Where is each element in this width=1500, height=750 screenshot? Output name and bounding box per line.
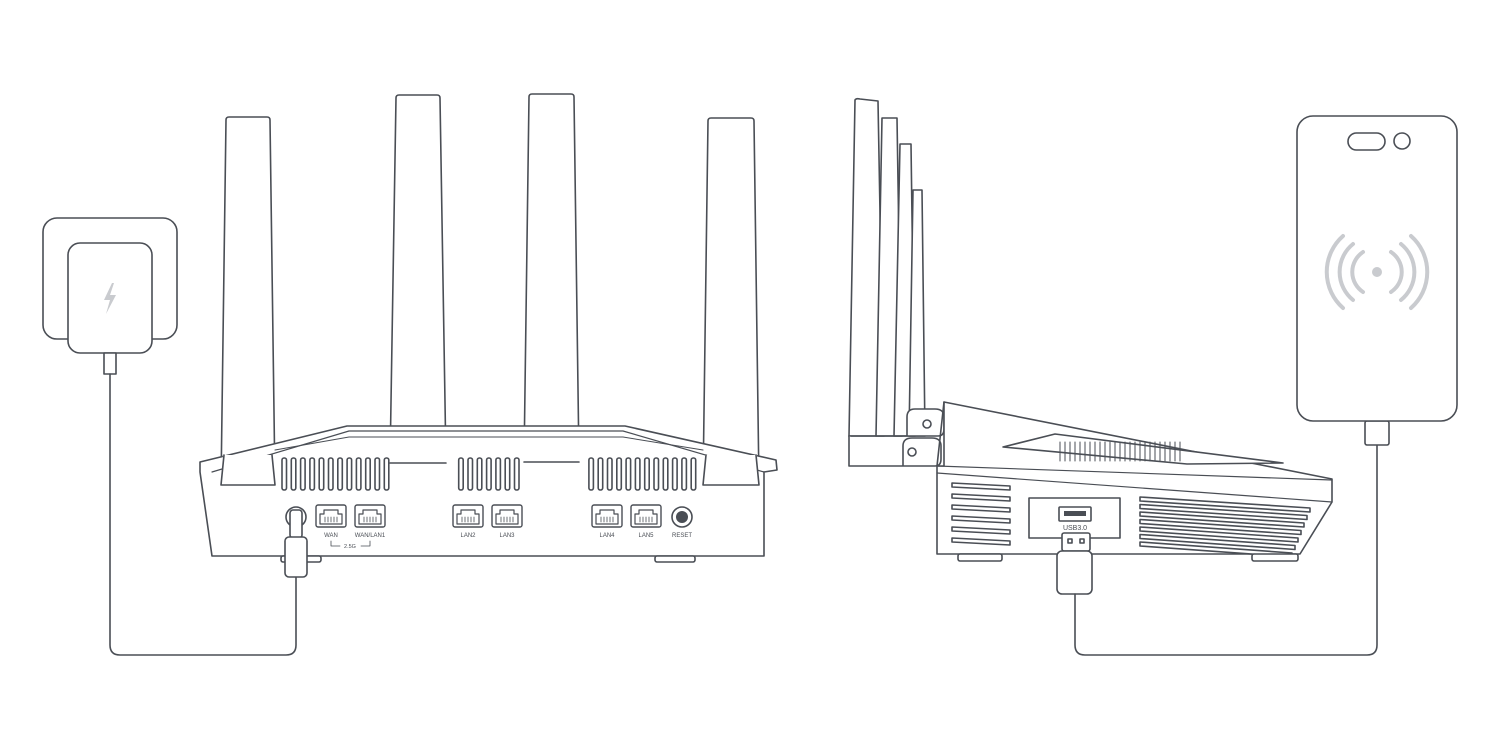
antenna-3: [523, 93, 580, 463]
phone-camera-dot: [1393, 132, 1411, 150]
vent-slot: [467, 457, 474, 491]
vent-slot: [634, 457, 641, 491]
vent-slot: [951, 482, 1011, 491]
usb-label: USB3.0: [1063, 525, 1087, 532]
port-label-wan: WAN: [324, 533, 338, 539]
vent-slot: [951, 504, 1011, 513]
reset-label: RESET: [672, 533, 692, 539]
vent-slot: [653, 457, 660, 491]
vent-slot: [309, 457, 316, 491]
vent-slot: [513, 457, 520, 491]
phone-camera-pill: [1347, 132, 1386, 151]
dc-plug: [289, 509, 303, 539]
port-lan3: LAN3: [491, 504, 523, 539]
vent-slot: [383, 457, 390, 491]
vent-slot: [327, 457, 334, 491]
vent-slot: [597, 457, 604, 491]
port-lan2: LAN2: [452, 504, 484, 539]
speed-bracket: [330, 540, 371, 547]
vent-slot: [504, 457, 511, 491]
vent-slot: [318, 457, 325, 491]
vent-slot: [1139, 511, 1305, 528]
power-cable: [109, 373, 297, 656]
vent-slot: [1139, 518, 1302, 536]
port-lan5: LAN5: [630, 504, 662, 539]
wireless-signal-icon: [1324, 234, 1430, 310]
back-vent-slots: [281, 457, 697, 491]
usb-plug-body: [1056, 550, 1093, 595]
vent-slot: [299, 457, 306, 491]
side-foot-left: [957, 553, 1003, 562]
vent-slot: [495, 457, 502, 491]
vent-slot: [1139, 503, 1308, 521]
vent-slot: [625, 457, 632, 491]
port-label-wan-lan1: WAN/LAN1: [355, 533, 386, 539]
antenna-2: [389, 94, 447, 464]
vent-slot: [951, 526, 1011, 535]
vent-slot: [681, 457, 688, 491]
port-label-lan2: LAN2: [460, 533, 476, 539]
router-foot-right: [654, 555, 696, 563]
lightning-bolt-icon: [104, 283, 116, 314]
vent-slot: [290, 457, 297, 491]
vent-slot: [1139, 526, 1299, 543]
vent-slot: [671, 457, 678, 491]
vent-slot: [364, 457, 372, 491]
phone-cable-neck: [1364, 420, 1390, 446]
router-top-edge-inner: [274, 436, 704, 451]
vent-slot: [1139, 533, 1296, 551]
vent-slot: [281, 457, 288, 491]
side-foot-right: [1251, 553, 1299, 562]
power-adapter: [42, 217, 297, 656]
port-lan4: LAN4: [591, 504, 623, 539]
port-label-lan5: LAN5: [638, 533, 654, 539]
router-back-view: WAN WAN/LAN1 2.5G LAN2 LAN3 LAN4: [199, 93, 778, 578]
antenna-hinge-bottom: [848, 435, 942, 467]
side-top-vent-panel: [1002, 433, 1284, 465]
vent-slot: [588, 457, 595, 491]
adapter-cable-neck: [103, 352, 117, 375]
vent-slot: [662, 457, 669, 491]
vent-slot: [1139, 496, 1311, 513]
side-top-vent-slots: [1059, 441, 1181, 462]
router-side-view: USB3.0: [848, 97, 1333, 595]
vent-slot: [476, 457, 483, 491]
port-label-lan4: LAN4: [599, 533, 615, 539]
smartphone: [1074, 115, 1458, 656]
port-wan: WAN: [315, 504, 347, 539]
port-wan-lan1: WAN/LAN1: [354, 504, 386, 539]
vent-slot: [606, 457, 613, 491]
vent-slot: [346, 457, 353, 491]
vent-slot: [457, 457, 465, 491]
phone-cable: [1074, 444, 1378, 656]
dc-plug-sleeve: [284, 536, 308, 578]
vent-slot: [374, 457, 381, 491]
side-left-vent-slots: [951, 482, 1011, 546]
antenna-hinge-top: [848, 408, 945, 437]
vent-slot: [485, 457, 492, 491]
speed-label: 2.5G: [344, 544, 356, 550]
vent-slot: [615, 457, 623, 491]
antenna-4: [702, 117, 760, 486]
vent-slot: [951, 537, 1011, 546]
usb-plug-head: [1061, 532, 1091, 552]
reset-button: RESET: [671, 506, 693, 539]
vent-slot: [951, 515, 1011, 524]
antenna-1: [220, 116, 276, 486]
vent-slot: [355, 457, 362, 491]
vent-slot: [951, 493, 1011, 502]
router-top-edge: [211, 430, 765, 473]
vent-slot: [643, 457, 651, 491]
vent-slot: [690, 457, 697, 491]
vent-slot: [336, 457, 344, 491]
side-antenna-1: [848, 97, 885, 437]
port-label-lan3: LAN3: [499, 533, 515, 539]
